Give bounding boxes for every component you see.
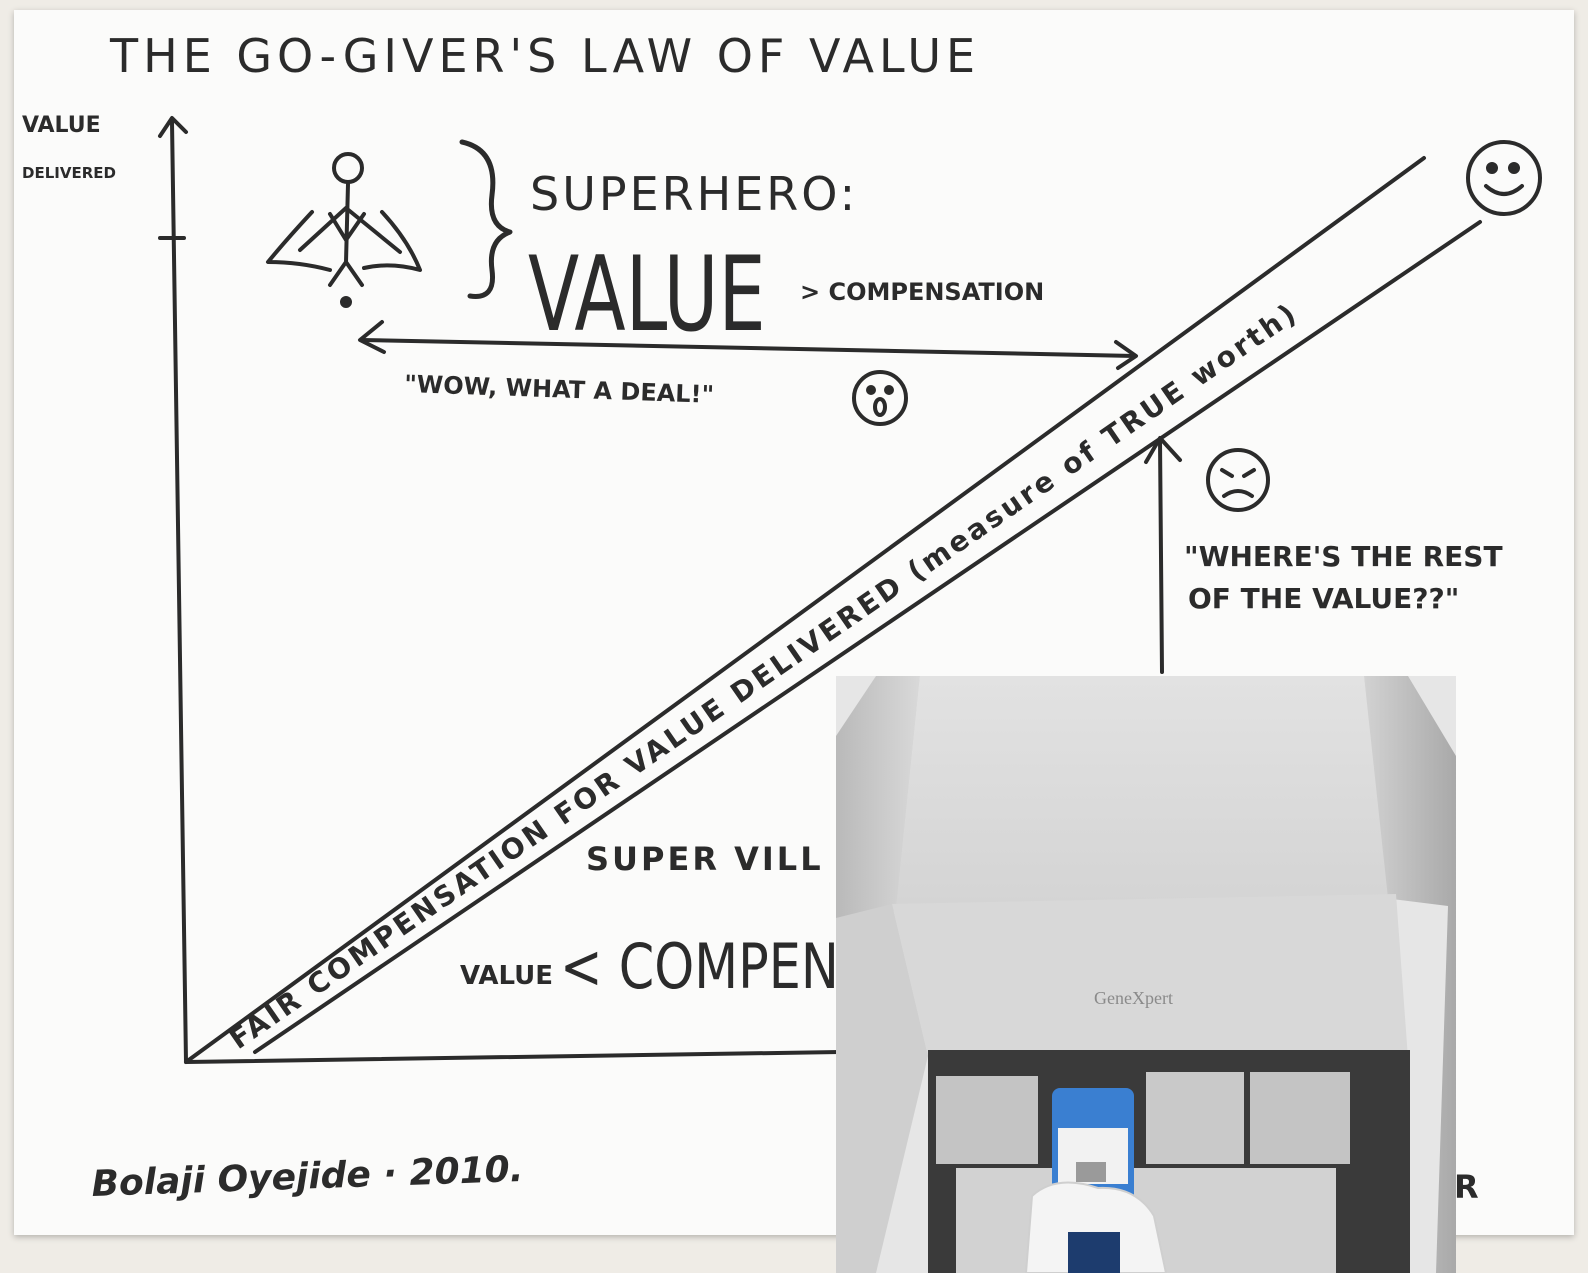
genexpert-device-illustration: GeneXpert [836,676,1456,1273]
angry-face-icon [1206,448,1270,512]
gloved-hand [1024,1181,1168,1273]
value-gap-arrowhead-left [358,320,386,354]
diagram-title: THE GO-GIVER'S LAW OF VALUE [109,29,980,83]
rest-quote-line1: "WHERE'S THE REST [1184,540,1503,573]
fair-line-lower [253,220,1482,1054]
superhero-label: SUPERHERO: [530,167,858,221]
supervillain-label: SUPER VILL [586,840,824,878]
wow-quote: "WOW, WHAT A DEAL!" [404,370,715,409]
villain-relation: < COMPEN [560,931,839,1003]
missing-value-arrowhead [1144,436,1182,464]
villain-value-word: VALUE [460,961,553,991]
rest-quote-line2: OF THE VALUE??" [1188,582,1459,615]
module-door-4 [1250,1072,1350,1164]
device-right-panel [1364,676,1456,1273]
device-front-panel [892,894,1408,1058]
y-axis-arrowhead [158,116,188,138]
surprised-face-icon [852,370,908,426]
genexpert-photo: GeneXpert [836,676,1456,1273]
module-door-1 [936,1076,1038,1164]
y-axis-label-line1: VALUE [22,113,101,138]
signature: Bolaji Oyejide · 2010. [91,1149,524,1205]
superhero-cape [266,210,422,272]
y-axis [170,120,188,1064]
value-gap-arrow [360,338,1137,358]
happy-face-icon [1466,140,1542,216]
superhero-value-word: VALUE [528,235,766,355]
superhero-relation: > COMPENSATION [800,278,1044,306]
y-axis-label-line2: DELIVERED [22,164,116,182]
partial-letter: R [1454,1168,1479,1206]
missing-value-arrow [1158,438,1164,674]
module-door-3 [1146,1072,1244,1164]
brace [459,139,513,299]
value-gap-arrowhead-right [1114,340,1138,370]
device-brand-label: GeneXpert [1094,988,1173,1008]
superhero-dot [340,296,352,308]
fair-line-upper [184,156,1426,1064]
superhero-head [332,152,364,184]
device-top-lid [896,676,1388,908]
superhero-body [298,182,402,287]
x-axis [184,1050,842,1064]
device-left-panel [836,676,920,921]
